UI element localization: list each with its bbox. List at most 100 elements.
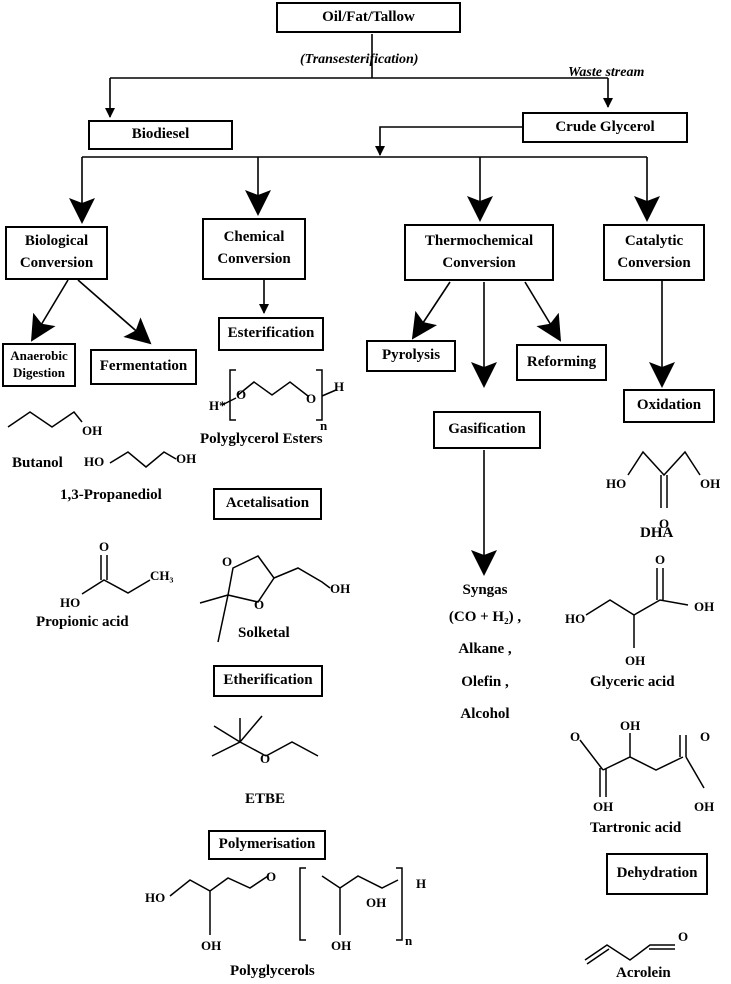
pyrolysis-label: Pyrolysis bbox=[381, 347, 441, 364]
anaerobic-line1: Anaerobic bbox=[10, 348, 68, 364]
waste-stream-label: Waste stream bbox=[568, 65, 645, 80]
dehydration-label: Dehydration bbox=[616, 865, 698, 882]
tartronic-oh-top: OH bbox=[620, 718, 641, 733]
tartronic-oh-left: OH bbox=[593, 799, 614, 814]
alcohol-label: Alcohol bbox=[460, 706, 510, 722]
chemical-box: Chemical Conversion bbox=[202, 218, 306, 280]
solketal-side bbox=[273, 567, 331, 589]
ester-n: n bbox=[320, 418, 328, 433]
reforming-label: Reforming bbox=[526, 353, 597, 370]
tartronic-structure bbox=[579, 733, 705, 797]
catalytic-line1: Catalytic bbox=[624, 232, 684, 249]
butanol-structure bbox=[7, 410, 83, 428]
esterification-box: Esterification bbox=[218, 317, 324, 351]
propionic-label: Propionic acid bbox=[36, 614, 129, 630]
dha-ho: HO bbox=[606, 476, 627, 491]
alkane-label: Alkane , bbox=[458, 641, 512, 657]
biodiesel-label: Biodiesel bbox=[131, 126, 190, 143]
arrow-anaerobic bbox=[30, 279, 69, 342]
tartronic-label: Tartronic acid bbox=[590, 820, 682, 836]
tartronic-o-right: O bbox=[700, 729, 711, 744]
oxidation-label: Oxidation bbox=[636, 397, 702, 414]
arrow-pyrolysis bbox=[411, 281, 451, 340]
etherification-box: Etherification bbox=[213, 665, 323, 697]
glyceric-oh: OH bbox=[625, 653, 646, 668]
biological-box: Biological Conversion bbox=[5, 226, 108, 280]
syngas-products: Syngas (CO + H₂) , Alkane , Olefin , Alc… bbox=[430, 576, 540, 729]
polyglycerol-o: O bbox=[266, 869, 277, 884]
dha-oh: OH bbox=[700, 476, 721, 491]
propanediol-oh: OH bbox=[176, 451, 197, 466]
propionic-co bbox=[100, 555, 108, 580]
polyglycerol-n: n bbox=[405, 933, 413, 948]
ester-h: H bbox=[334, 379, 345, 394]
solketal-ring bbox=[227, 555, 275, 603]
dehydration-box: Dehydration bbox=[606, 853, 708, 895]
solketal-label: Solketal bbox=[238, 625, 290, 641]
syngas-formula: (CO + H₂) , bbox=[448, 608, 522, 625]
fermentation-box: Fermentation bbox=[90, 349, 197, 385]
etbe-o: O bbox=[260, 751, 271, 766]
thermochemical-line1: Thermochemical bbox=[424, 232, 534, 249]
propanediol-label: 1,3-Propanediol bbox=[60, 487, 162, 503]
polyglycerol-oh-1: OH bbox=[201, 938, 222, 953]
ester-structure bbox=[237, 381, 309, 397]
acrolein-o: O bbox=[678, 929, 689, 944]
fermentation-label: Fermentation bbox=[99, 358, 188, 375]
arrow-reforming bbox=[524, 281, 562, 342]
solketal-oh: OH bbox=[330, 581, 351, 596]
anaerobic-line2: Digestion bbox=[13, 365, 65, 380]
catalytic-box: Catalytic Conversion bbox=[603, 224, 705, 281]
polymerisation-box: Polymerisation bbox=[208, 830, 326, 860]
glycerol-return bbox=[375, 126, 522, 156]
oxidation-box: Oxidation bbox=[623, 389, 715, 423]
solketal-o-bottom: O bbox=[254, 597, 265, 612]
polyglycerol-brackets bbox=[299, 867, 403, 941]
biodiesel-box: Biodiesel bbox=[88, 120, 233, 150]
polyglycerol-h: H bbox=[416, 876, 427, 891]
glyceric-oh-acid: OH bbox=[694, 599, 715, 614]
glyceric-ho: HO bbox=[565, 611, 586, 626]
olefin-label: Olefin , bbox=[461, 673, 509, 690]
ester-brackets bbox=[229, 369, 323, 421]
polyglycerol-ho: HO bbox=[145, 890, 166, 905]
polyglycerol-structure bbox=[169, 875, 399, 935]
chemical-line2: Conversion bbox=[217, 251, 291, 267]
process-label: (Transesterification) bbox=[300, 52, 419, 67]
polyglycerol-oh-2: OH bbox=[331, 938, 352, 953]
butanol-label: Butanol bbox=[12, 455, 63, 471]
propionic-ho: HO bbox=[60, 595, 81, 610]
polyglycerol-oh-3: OH bbox=[366, 895, 387, 910]
chemical-line1: Chemical bbox=[223, 229, 285, 246]
feedstock-label: Oil/Fat/Tallow bbox=[322, 8, 415, 25]
anaerobic-box: Anaerobic Digestion bbox=[2, 343, 76, 387]
tartronic-oh-right: OH bbox=[694, 799, 715, 814]
etherification-label: Etherification bbox=[223, 672, 313, 689]
polymerisation-label: Polymerisation bbox=[218, 836, 316, 853]
etbe-label: ETBE bbox=[245, 791, 286, 807]
biological-line2: Conversion bbox=[19, 255, 94, 271]
polyglycerols-label: Polyglycerols bbox=[230, 963, 315, 979]
feedstock-box: Oil/Fat/Tallow bbox=[276, 2, 461, 33]
crude-glycerol-box: Crude Glycerol bbox=[522, 112, 688, 143]
ester-h-star: H* bbox=[209, 398, 226, 413]
propionic-structure bbox=[81, 579, 151, 595]
solketal-methyls bbox=[199, 594, 229, 643]
catalytic-line2: Conversion bbox=[617, 254, 691, 271]
gasification-box: Gasification bbox=[433, 411, 541, 449]
reforming-box: Reforming bbox=[516, 344, 607, 381]
thermochemical-line2: Conversion bbox=[442, 254, 516, 271]
butanol-oh: OH bbox=[82, 423, 103, 438]
glyceric-label: Glyceric acid bbox=[590, 674, 675, 690]
syngas-label: Syngas bbox=[462, 582, 508, 598]
tartronic-o-left: O bbox=[570, 729, 581, 744]
ester-o-left: O bbox=[236, 387, 247, 402]
biological-line1: Biological bbox=[24, 233, 89, 250]
glyceric-structure bbox=[585, 568, 689, 648]
propanediol-structure bbox=[109, 451, 177, 468]
arrow-fermentation bbox=[77, 279, 152, 345]
pyrolysis-box: Pyrolysis bbox=[366, 340, 456, 372]
crude-glycerol-label: Crude Glycerol bbox=[555, 118, 655, 135]
etbe-structure bbox=[211, 715, 319, 757]
